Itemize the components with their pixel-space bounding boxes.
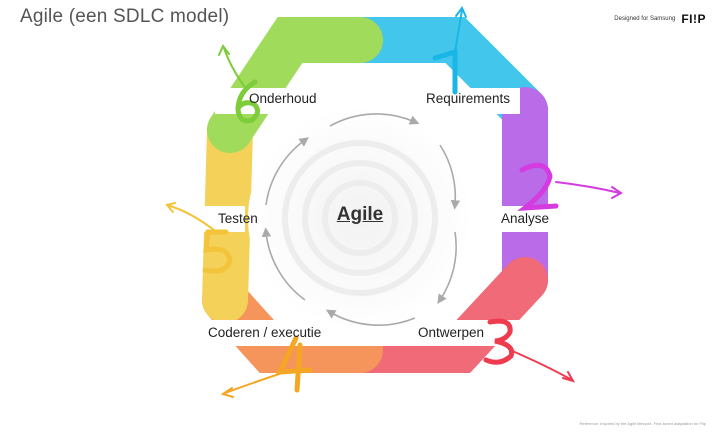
segment-requirements [337,17,548,133]
number-2 [517,162,623,212]
brand-logo: FI!P [681,12,706,26]
number-1 [432,6,467,95]
segment-ontwerpen [337,257,548,373]
stage-label-ontwerpen: Ontwerpen [418,325,485,340]
number-5 [165,202,233,274]
center-glow [248,106,472,330]
number-4 [220,335,313,398]
footer-note: Reference: Inspired by the Agile lifecyc… [579,421,706,426]
brand-tagline: Designed for Samsung [614,16,676,22]
stage-label-analyse: Analyse [501,211,550,226]
page-title: Agile (een SDLC model) [20,6,230,27]
label-band-testen [160,206,245,232]
label-band-analyse [500,206,570,232]
stage-label-requirements: Requirements [426,91,511,106]
cycle-arrows [261,113,461,326]
center-label: Agile [336,204,384,225]
stage-label-coderen: Coderen / executie [208,325,322,340]
number-6 [218,44,260,124]
brand: Designed for Samsung FI!P [614,12,706,26]
number-3 [483,318,576,383]
stage-label-onderhoud: Onderhoud [249,91,317,106]
stage-label-testen: Testen [218,211,258,226]
